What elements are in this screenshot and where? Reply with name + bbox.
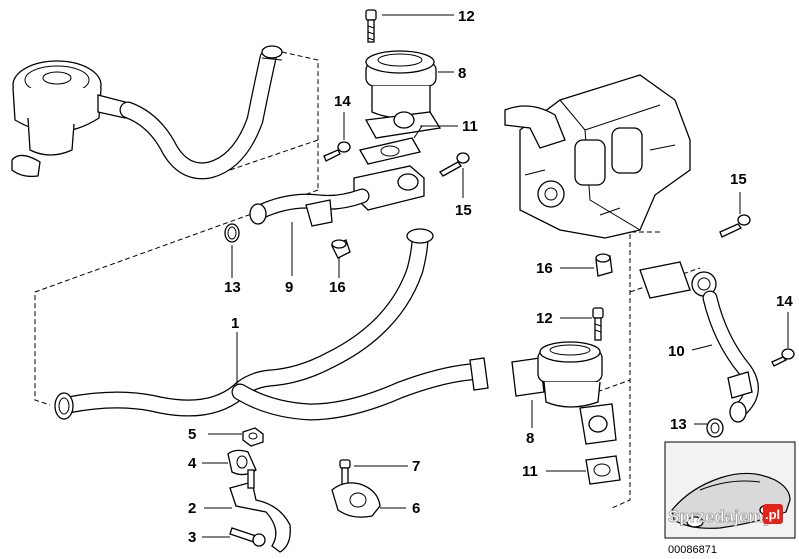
callout-14-right: 14	[776, 293, 793, 310]
bolt-15-upper	[439, 152, 470, 177]
pipe-10	[639, 261, 759, 423]
callout-5: 5	[188, 426, 196, 443]
bolt-15-right	[719, 214, 751, 238]
callout-11-upper: 11	[462, 118, 478, 135]
bolt-upper	[365, 9, 377, 43]
callout-4: 4	[188, 455, 197, 472]
ring-13-right	[706, 418, 724, 438]
callout-9: 9	[285, 279, 293, 296]
callout-labels: 12 8 14 11 15 13 9 16 1 15 16 14 12 10 1…	[188, 8, 793, 546]
watermark: Sprzedajemy .pl	[668, 504, 783, 526]
pipe-assembly-9	[249, 165, 425, 227]
callout-3: 3	[188, 529, 196, 546]
callout-12-lower: 12	[536, 310, 553, 327]
watermark-badge	[763, 504, 783, 524]
callout-11-lower: 11	[522, 463, 538, 480]
air-pump-illustration	[11, 60, 126, 178]
watermark-suffix: .pl	[765, 507, 780, 522]
bushing-16-right	[595, 253, 613, 277]
callout-14-upper: 14	[334, 93, 351, 110]
watermark-text: Sprzedajemy	[668, 507, 773, 526]
gasket-upper	[359, 137, 421, 165]
callout-8-lower: 8	[526, 430, 534, 447]
leader-lines	[202, 14, 789, 538]
callout-16-upper: 16	[329, 279, 346, 296]
bracket-2	[229, 469, 291, 553]
ring-13-upper	[224, 223, 240, 243]
valve-lower	[511, 341, 617, 445]
clamp-6	[331, 482, 381, 518]
bolt-lower	[592, 307, 604, 341]
bolt-3	[229, 527, 266, 547]
bolt-14-upper	[323, 141, 351, 162]
callout-12-upper: 12	[458, 8, 475, 25]
y-pipe-1	[54, 228, 489, 421]
callout-10: 10	[668, 343, 685, 360]
bushing-16-upper	[331, 239, 351, 259]
diagram-code: 00086871	[668, 544, 717, 556]
callout-7: 7	[412, 458, 420, 475]
bolt-14-right	[771, 348, 795, 367]
engine-block-illustration	[504, 74, 691, 239]
callout-13-upper: 13	[224, 279, 241, 296]
callout-8-upper: 8	[458, 65, 466, 82]
callout-13-right: 13	[670, 416, 687, 433]
callout-16-right: 16	[536, 260, 553, 277]
nut-5	[242, 427, 264, 447]
bolt-7	[339, 459, 351, 487]
valve-upper	[364, 50, 442, 139]
callout-15-right: 15	[730, 171, 747, 188]
callout-1: 1	[231, 315, 239, 332]
callout-6: 6	[412, 500, 420, 517]
clamp-4	[227, 449, 257, 476]
callout-15-upper: 15	[455, 202, 472, 219]
callout-2: 2	[188, 500, 196, 517]
gasket-lower	[585, 455, 621, 485]
pump-hose	[119, 45, 283, 180]
